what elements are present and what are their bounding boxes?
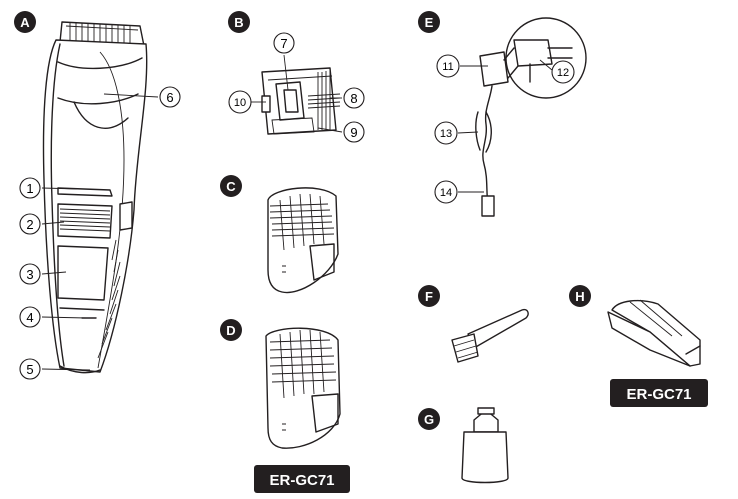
callout-11: 11 — [436, 54, 460, 78]
callout-label-3: 3 — [26, 267, 33, 282]
section-badge-b: B — [228, 11, 250, 33]
section-label-d: D — [226, 323, 235, 338]
callout-label-5: 5 — [26, 362, 33, 377]
section-label-b: B — [234, 15, 243, 30]
clipper-body-illustration — [42, 21, 148, 374]
callout-label-4: 4 — [26, 310, 33, 325]
callout-label-2: 2 — [26, 217, 33, 232]
oil-bottle-illustration — [461, 407, 509, 484]
callout-13: 13 — [434, 121, 458, 145]
section-label-a: A — [20, 15, 30, 30]
section-badge-h: H — [569, 285, 591, 307]
callout-label-9: 9 — [350, 125, 357, 140]
model-label-case-h: ER-GC71 — [626, 386, 691, 403]
ac-adaptor-illustration — [475, 17, 587, 217]
section-badge-f: F — [418, 285, 440, 307]
section-label-f: F — [425, 289, 433, 304]
section-badge-g: G — [418, 408, 440, 430]
callout-10: 10 — [228, 90, 252, 114]
callout-4: 4 — [19, 306, 41, 328]
comb-attachment-c-illustration — [267, 187, 339, 294]
callout-label-10: 10 — [234, 97, 246, 109]
callout-9: 9 — [343, 121, 365, 143]
blade-assembly-illustration — [261, 67, 341, 135]
section-label-g: G — [424, 412, 434, 427]
comb-attachment-d-illustration — [265, 327, 341, 449]
model-tag-case-h: ER-GC71 — [610, 379, 708, 407]
section-badge-c: C — [220, 175, 242, 197]
section-label-e: E — [425, 15, 434, 30]
callout-2: 2 — [19, 213, 41, 235]
section-badge-d: D — [220, 319, 242, 341]
callout-5: 5 — [19, 358, 41, 380]
callout-label-14: 14 — [440, 187, 452, 199]
callout-label-7: 7 — [280, 36, 287, 51]
callout-label-12: 12 — [557, 67, 569, 79]
callout-6: 6 — [159, 86, 181, 108]
callout-label-13: 13 — [440, 128, 452, 140]
callout-label-6: 6 — [166, 90, 173, 105]
model-tag-attachment-d: ER-GC71 — [254, 465, 350, 493]
callout-8: 8 — [343, 87, 365, 109]
callout-12: 12 — [551, 60, 575, 84]
model-label-attachment-d: ER-GC71 — [269, 472, 334, 489]
section-badge-e: E — [418, 11, 440, 33]
callout-3: 3 — [19, 263, 41, 285]
callout-14: 14 — [434, 180, 458, 204]
callout-leader-lines — [41, 54, 553, 371]
section-badge-a: A — [14, 11, 36, 33]
callout-label-11: 11 — [442, 61, 453, 73]
callout-7: 7 — [273, 32, 295, 54]
callout-label-1: 1 — [26, 181, 33, 196]
section-label-c: C — [226, 179, 236, 194]
callout-label-8: 8 — [350, 91, 357, 106]
cleaning-brush-illustration — [451, 308, 529, 363]
section-label-h: H — [575, 289, 584, 304]
callout-1: 1 — [19, 177, 41, 199]
storage-case-illustration — [607, 299, 701, 367]
